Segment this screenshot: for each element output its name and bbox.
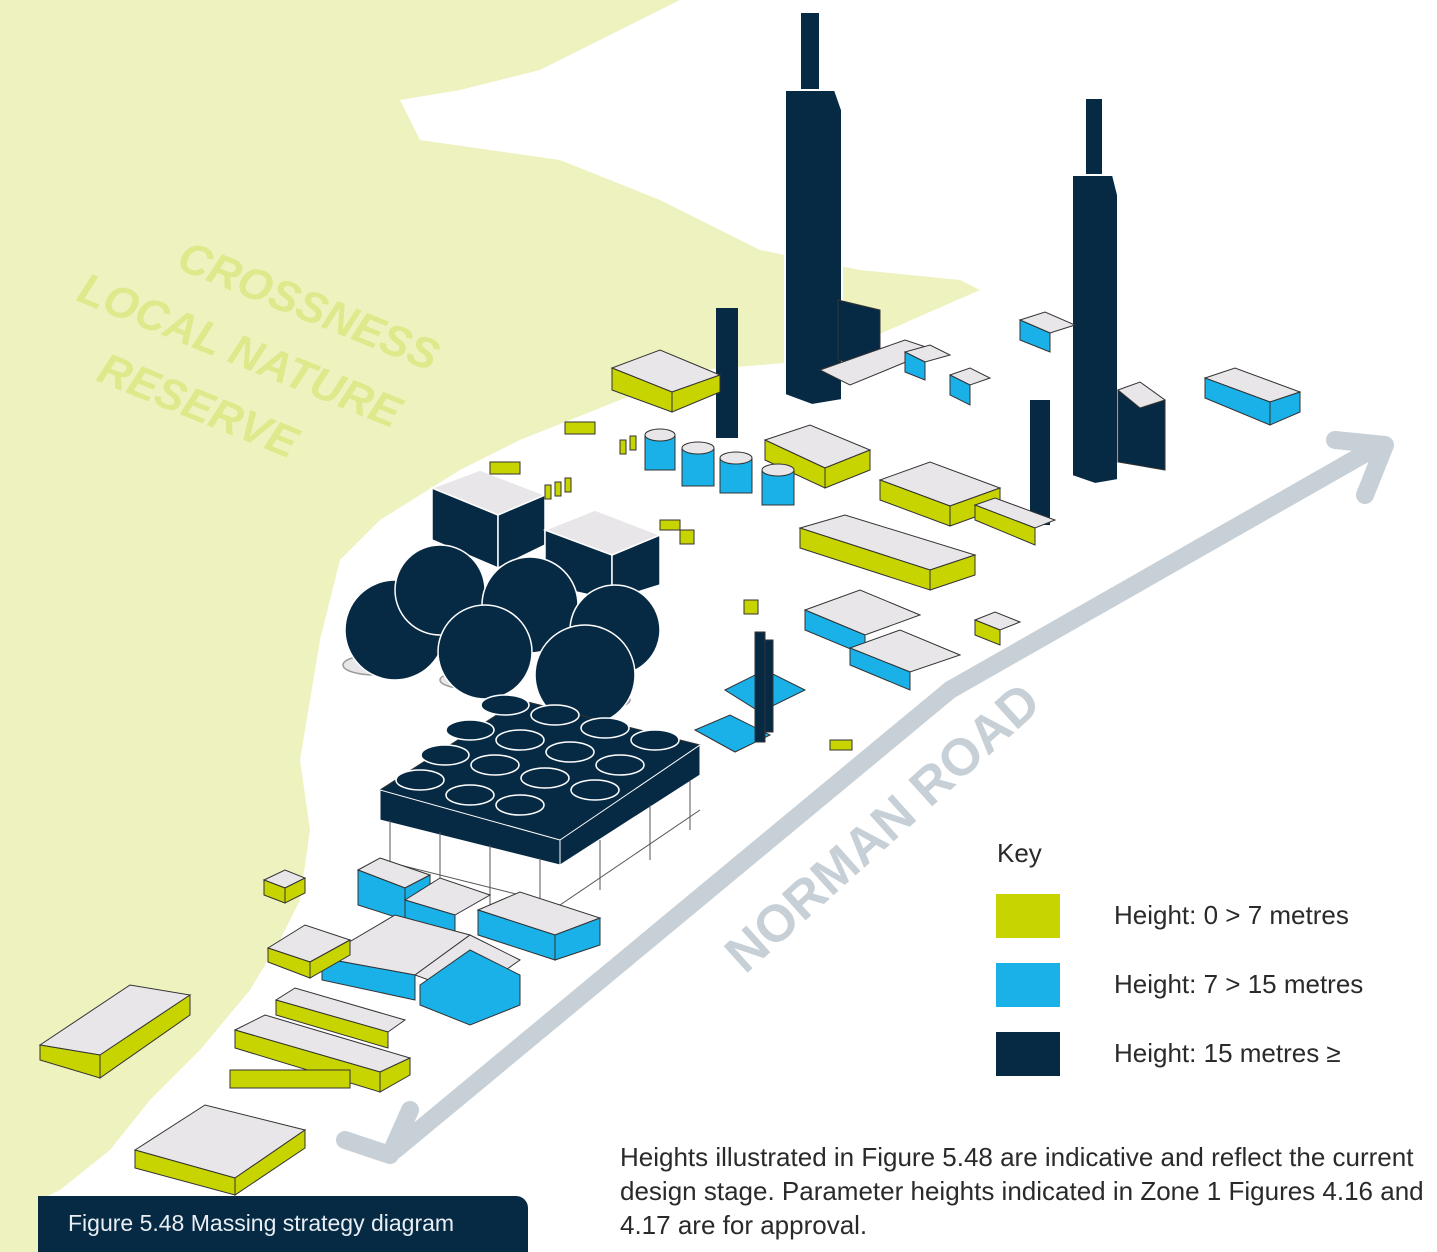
figure-caption-box: Figure 5.48 Massing strategy diagram: [38, 1196, 528, 1252]
low-buildings-bottom: [38, 869, 412, 1196]
key-row-low: Height: 0 > 7 metres: [996, 894, 1426, 938]
stack-right: [1071, 97, 1119, 486]
key-row-mid: Height: 7 > 15 metres: [996, 963, 1426, 1007]
key-label-low: Height: 0 > 7 metres: [1114, 900, 1349, 930]
cooling-deck: [378, 694, 702, 920]
key-label-high: Height: 15 metres ≥: [1114, 1038, 1341, 1068]
tank-cluster: [644, 428, 795, 506]
key-swatch-high: [996, 1032, 1060, 1076]
stack-small-1: [716, 308, 738, 438]
small-equipment: [229, 421, 853, 1089]
sphere-tanks: [342, 544, 661, 726]
key-label-mid: Height: 7 > 15 metres: [1114, 969, 1364, 999]
boiler-block-right: [1117, 381, 1167, 471]
key-row-high: Height: 15 metres ≥: [996, 1032, 1426, 1076]
height-note: Heights illustrated in Figure 5.48 are i…: [620, 1142, 1424, 1240]
lower-halls: [320, 857, 602, 1026]
blue-modules: [693, 589, 962, 753]
key-swatch-mid: [996, 963, 1060, 1007]
low-buildings-top: [610, 311, 1302, 646]
figure-caption: Figure 5.48 Massing strategy diagram: [68, 1210, 455, 1236]
key-title: Key: [997, 838, 1042, 868]
norman-road-arrow: [336, 431, 1394, 1164]
key-swatch-low: [996, 894, 1060, 938]
stack-small-2: [1030, 400, 1050, 525]
gabled-buildings: [429, 469, 663, 602]
stack-left: [784, 11, 843, 407]
